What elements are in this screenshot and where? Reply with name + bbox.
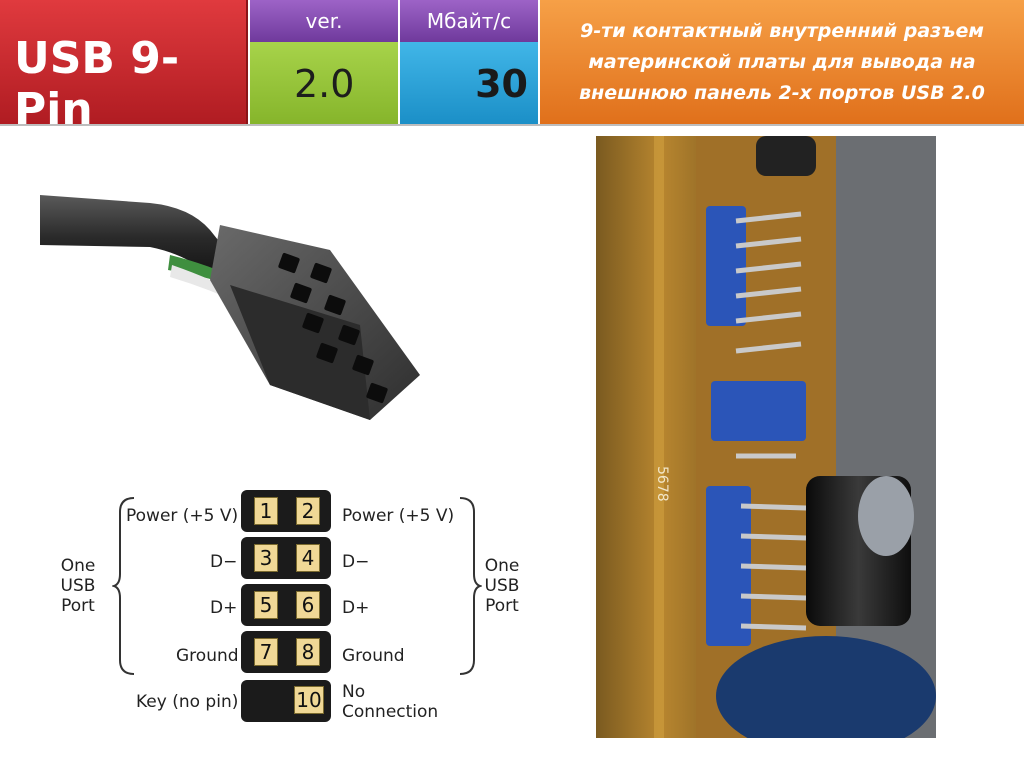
pin-3: 3 (254, 544, 278, 572)
pin-6-label: D+ (342, 598, 370, 618)
description-box: 9-ти контактный внутренний разъем матери… (540, 0, 1024, 124)
pin-1: 1 (254, 497, 278, 525)
header-divider (0, 124, 1024, 126)
pin-4: 4 (296, 544, 320, 572)
pin-4-label: D− (342, 552, 370, 572)
left-bracket (112, 497, 135, 675)
pin-10: 10 (294, 686, 324, 714)
pin-5-label: D+ (210, 598, 238, 618)
pin-7: 7 (254, 638, 278, 666)
left-group-label: One USB Port (60, 556, 96, 616)
description-text: 9-ти контактный внутренний разъем матери… (579, 20, 985, 104)
motherboard-photo: 5678 (596, 136, 936, 738)
title-box: USB 9-Pin (0, 0, 248, 135)
pin-10-label: No Connection (342, 682, 439, 722)
right-bracket (459, 497, 482, 675)
pin-8-label: Ground (342, 646, 405, 666)
version-label: ver. (305, 9, 343, 33)
header-bar: USB 9-Pin ver. 2.0 Мбайт/с 30 9-ти конта… (0, 0, 1024, 135)
pinout-diagram: Power (+5 V) 1 2 Power (+5 V) D− 3 4 D− … (58, 488, 528, 738)
speed-value: 30 (475, 62, 528, 106)
page-title: USB 9-Pin (14, 33, 180, 135)
pin-3-label: D− (210, 552, 238, 572)
version-value-cell: 2.0 (250, 42, 398, 124)
version-label-cell: ver. (250, 0, 398, 42)
key-label: Key (no pin) (136, 692, 239, 712)
pin-7-label: Ground (176, 646, 239, 666)
connector-photo (40, 195, 420, 420)
speed-label: Мбайт/с (426, 9, 512, 33)
speed-label-cell: Мбайт/с (400, 0, 538, 42)
pin-8: 8 (296, 638, 320, 666)
silkscreen-label: 5678 (654, 466, 670, 502)
pin-6: 6 (296, 591, 320, 619)
pin-1-label: Power (+5 V) (126, 506, 239, 526)
version-value: 2.0 (294, 62, 355, 106)
right-group-label: One USB Port (484, 556, 520, 616)
pin-2: 2 (296, 497, 320, 525)
pin-5: 5 (254, 591, 278, 619)
pin-2-label: Power (+5 V) (342, 506, 455, 526)
speed-value-cell: 30 (400, 42, 538, 124)
